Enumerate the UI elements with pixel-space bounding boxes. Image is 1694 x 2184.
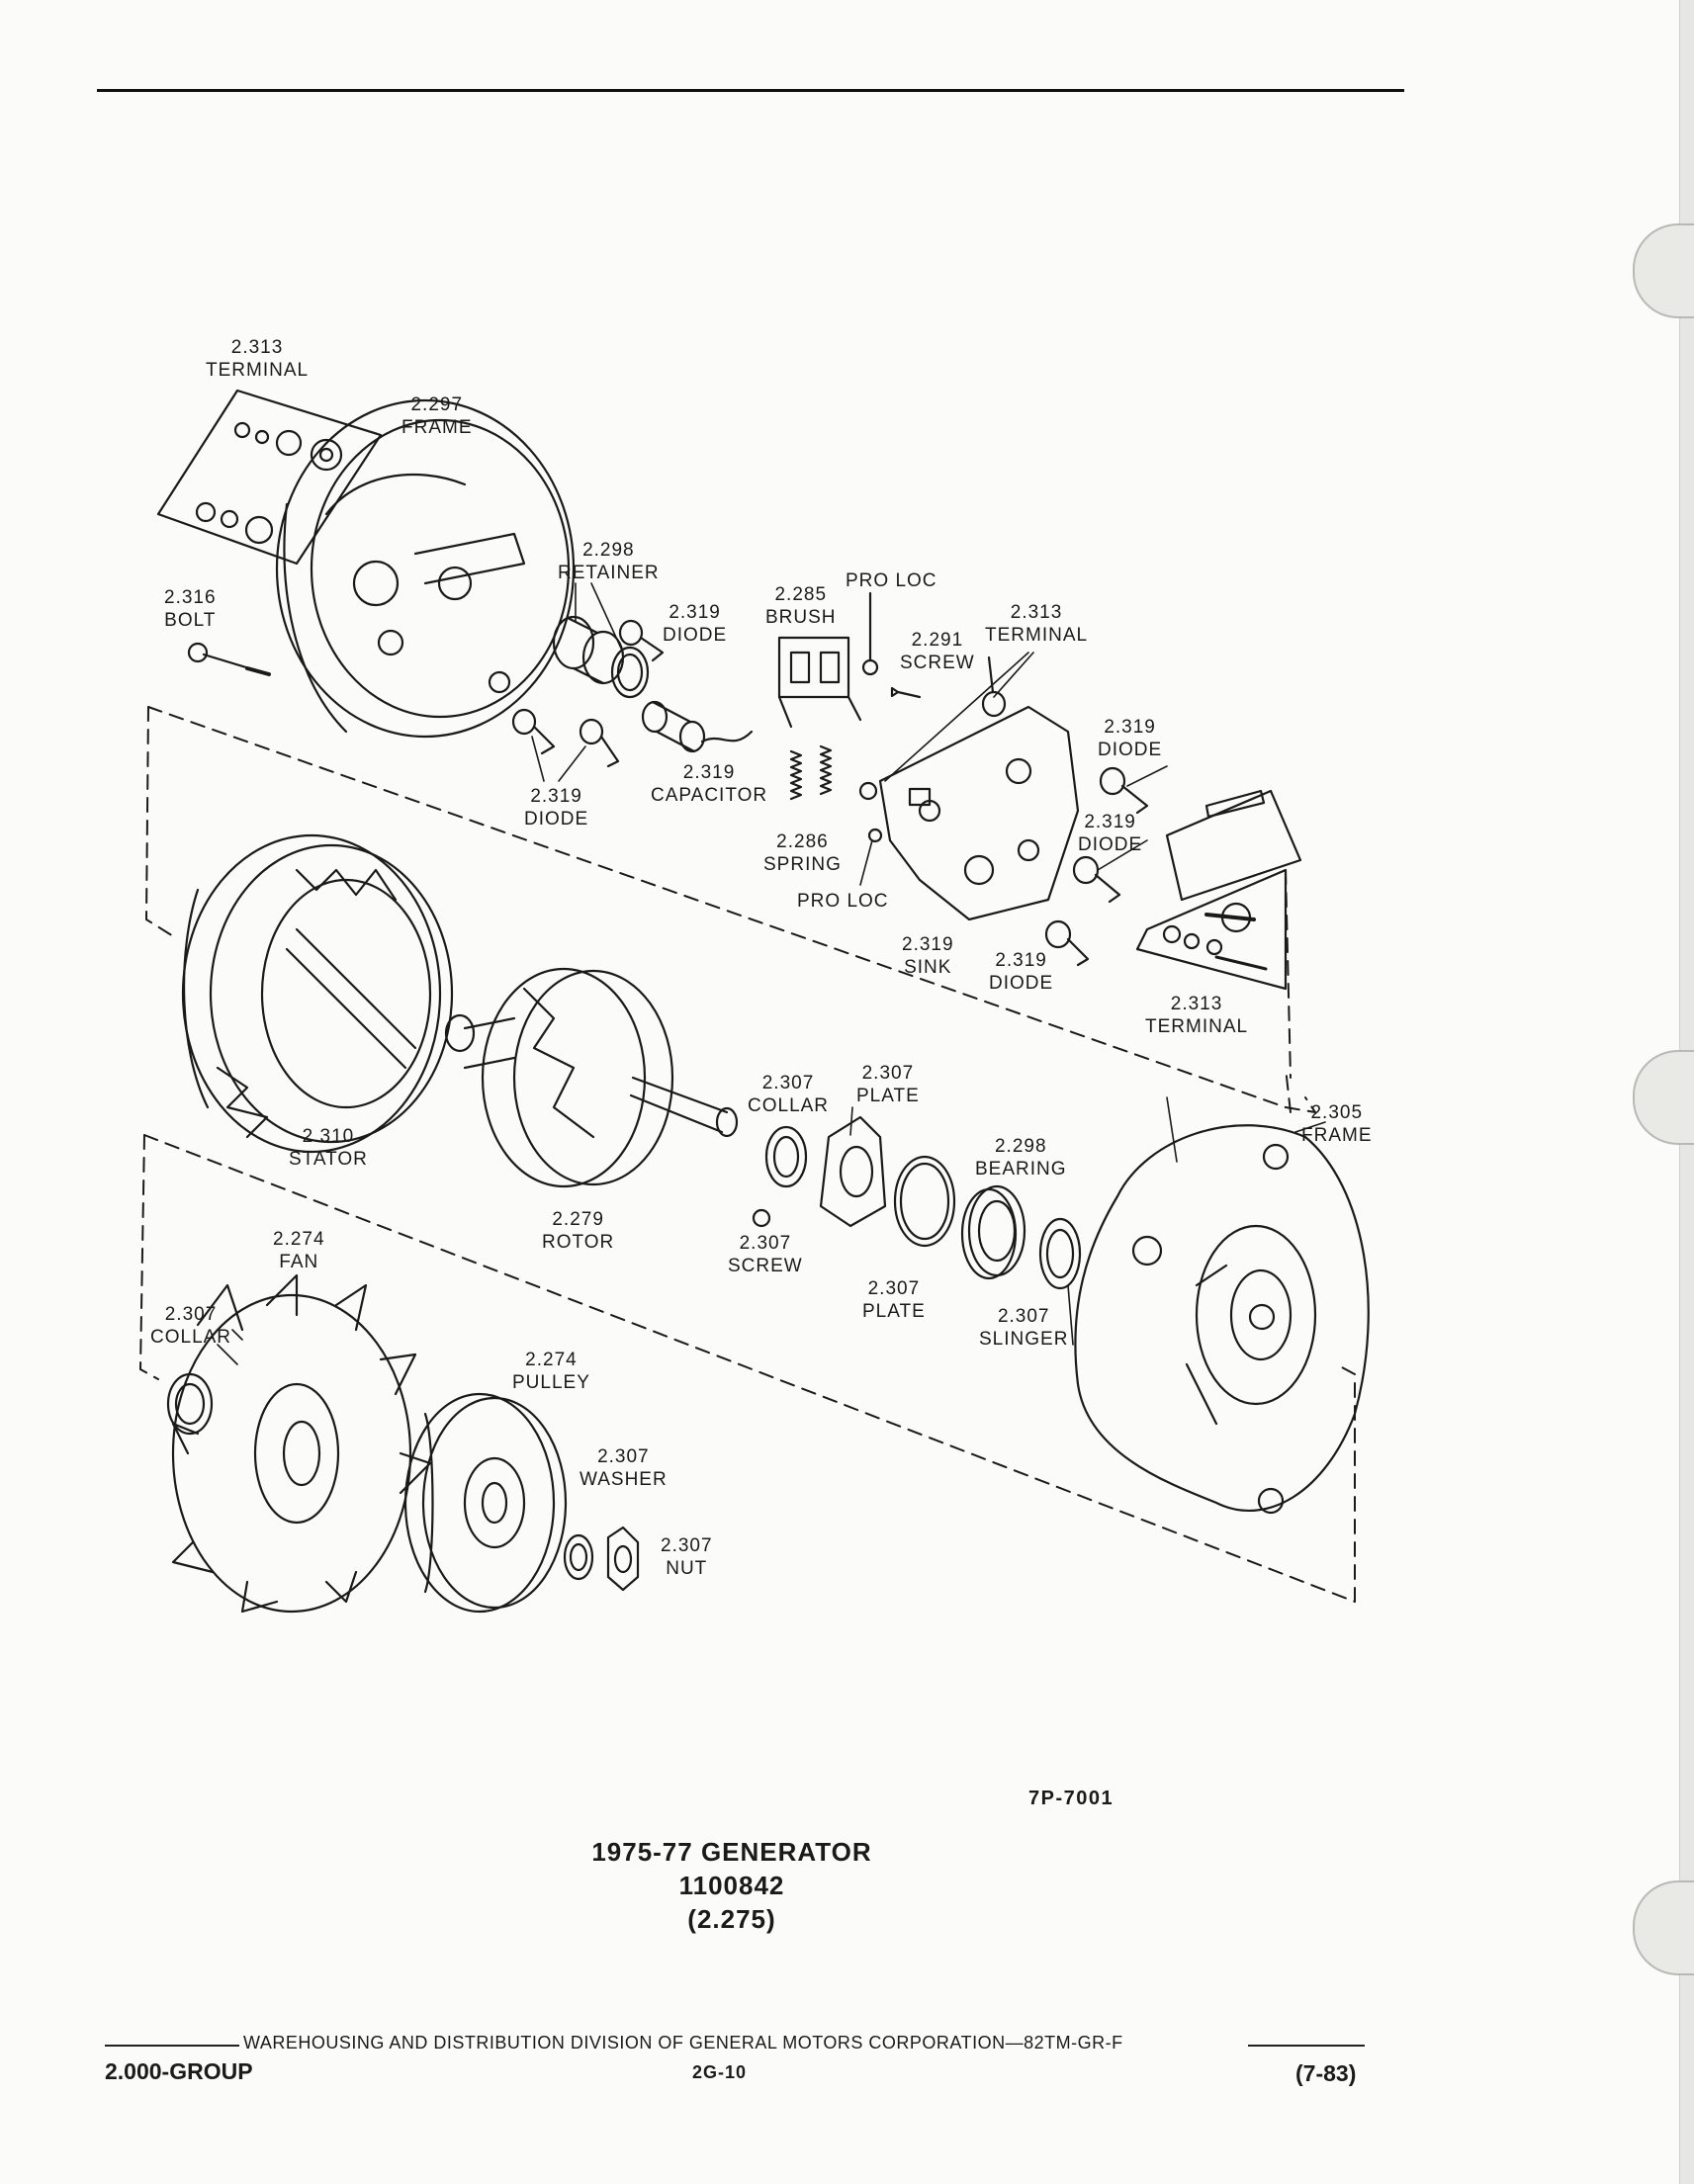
retainer [552,615,650,699]
footer-date: (7-83) [1295,2060,1357,2086]
footer-rule-right [1248,2045,1365,2047]
dashed-guide-lines [139,706,1356,1603]
springs [789,744,833,801]
diodes-upper [511,619,665,768]
rotor [444,967,739,1188]
frame-top [275,398,576,739]
collar-plate-mid [752,1115,956,1248]
screw-and-terminal [858,655,1007,843]
page-title: 1975-77 GENERATOR 1100842 (2.275) [554,1835,910,1936]
figure-code: 7P-7001 [1028,1788,1114,1809]
terminal-kit-right [1135,789,1302,991]
bolt [187,642,271,676]
washer-nut [563,1526,640,1592]
leader-lines [217,582,1326,1365]
footer-group: 2.000-GROUP [105,2058,253,2084]
label-pro-loc-top: PRO LOC [846,570,937,591]
brush-holder [777,591,879,729]
pulley [403,1392,568,1614]
terminal-kit-top [156,389,383,566]
capacitor [641,700,754,753]
heat-sink [878,705,1080,921]
footer-page-number: 2G-10 [692,2062,748,2082]
stator [181,833,454,1154]
diodes-right [1044,766,1149,967]
frame-right [1074,1124,1370,1515]
bearing-slinger [960,1184,1082,1290]
title-line-3: (2.275) [687,1904,776,1934]
top-rule [97,89,1404,92]
title-line-1: 1975-77 GENERATOR [591,1837,872,1867]
footer-division: WAREHOUSING AND DISTRIBUTION DIVISION OF… [243,2033,1123,2053]
title-line-2: 1100842 [678,1871,785,1900]
binder-hole-middle [1633,1050,1694,1145]
footer-rule-left [105,2045,239,2047]
collar-left [166,1372,214,1436]
label-pro-loc-low: PRO LOC [797,891,889,912]
